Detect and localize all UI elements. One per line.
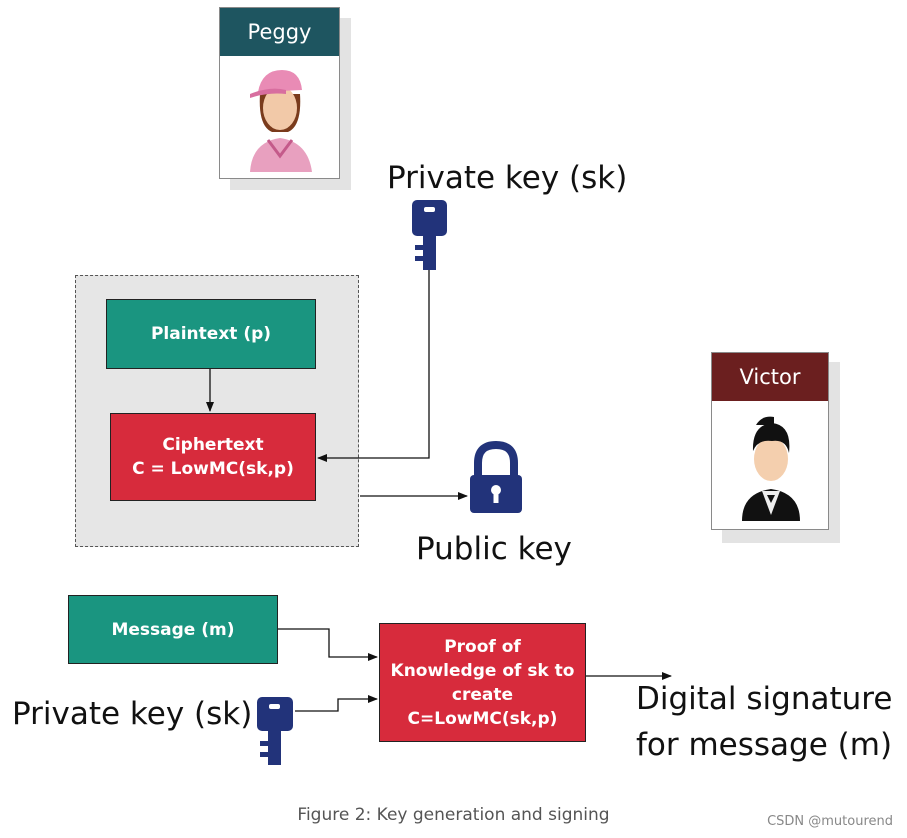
peggy-avatar-icon [250, 70, 312, 172]
peggy-card: Peggy [219, 7, 340, 179]
plaintext-label: Plaintext (p) [150, 324, 272, 344]
proof-line-4: C=LowMC(sk,p) [407, 708, 558, 729]
private-key-top-icon [412, 200, 447, 270]
padlock-icon [470, 440, 522, 513]
proof-box: Proof of Knowledge of sk to create C=Low… [379, 623, 586, 742]
victor-name: Victor [712, 353, 828, 401]
figure-caption: Figure 2: Key generation and signing [297, 805, 610, 825]
arrow-private-key-to-proof [295, 695, 378, 712]
ciphertext-label: Ciphertext [162, 435, 264, 455]
message-label: Message (m) [111, 619, 235, 640]
plaintext-box: Plaintext (p) [106, 299, 316, 369]
ciphertext-formula: C = LowMC(sk,p) [132, 459, 294, 479]
watermark: CSDN @mutourend [767, 814, 893, 829]
proof-line-2: Knowledge of sk to [390, 660, 575, 681]
victor-avatar-icon [742, 416, 800, 521]
proof-line-3: create [451, 684, 514, 705]
message-box: Message (m) [68, 595, 278, 664]
arrow-message-to-proof [278, 628, 378, 661]
private-key-bottom-icon [257, 697, 293, 765]
ciphertext-box: Ciphertext C = LowMC(sk,p) [110, 413, 316, 501]
victor-card: Victor [711, 352, 829, 530]
peggy-name: Peggy [220, 8, 339, 56]
private-key-bottom-label: Private key (sk) [12, 696, 253, 732]
signature-label-line-2: for message (m) [636, 727, 893, 763]
proof-line-1: Proof of [444, 636, 521, 657]
public-key-label: Public key [416, 531, 572, 567]
signature-label-line-1: Digital signature [636, 681, 893, 717]
private-key-top-label: Private key (sk) [387, 160, 628, 196]
